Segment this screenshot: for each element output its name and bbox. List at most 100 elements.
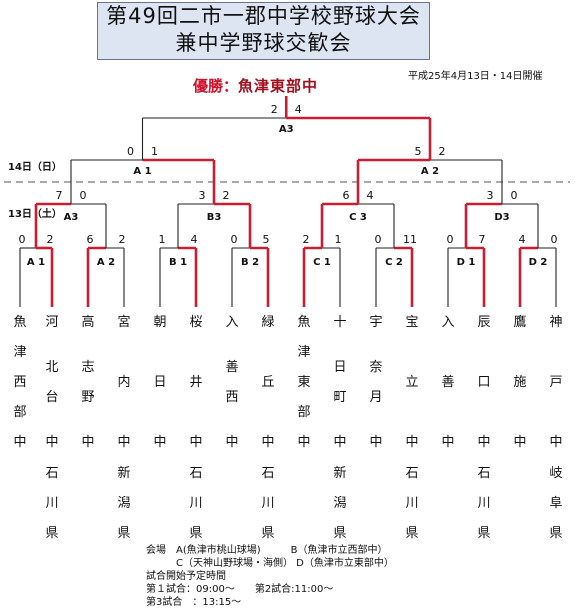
team-char: 部 <box>13 405 27 420</box>
winner-name: 魚津東部中 <box>238 77 319 95</box>
match-label: C 3 <box>349 212 367 223</box>
team-char: 中 <box>189 435 203 450</box>
score-right: 7 <box>479 233 486 246</box>
score-left: 5 <box>415 145 422 158</box>
score-right: 0 <box>80 189 87 202</box>
score-right: 4 <box>295 103 302 116</box>
team-char: 宮 <box>117 315 131 330</box>
team-pref-char: 新 <box>333 466 347 481</box>
team-char: 善 <box>225 360 239 375</box>
score-left: 2 <box>303 233 310 246</box>
team-pref-char: 県 <box>117 526 131 541</box>
score-right: 2 <box>47 233 54 246</box>
match-label: D 1 <box>457 257 476 268</box>
score-left: 3 <box>199 189 206 202</box>
team-char: 中 <box>477 435 491 450</box>
score-right: 0 <box>551 233 558 246</box>
team-pref-char: 県 <box>549 526 563 541</box>
team-char: 丘 <box>261 375 275 390</box>
team-char: 高 <box>81 315 95 330</box>
team-char: 野 <box>81 390 95 405</box>
match-label: B3 <box>207 212 222 223</box>
team-pref-char: 県 <box>261 526 275 541</box>
team-char: 中 <box>405 435 419 450</box>
match-label: D3 <box>494 212 509 223</box>
team-pref-char: 県 <box>333 526 347 541</box>
schedule-line-1: 第１試合：09:00～ 第2試合:11:00～ <box>146 584 334 595</box>
team-char: 日 <box>333 360 347 375</box>
team-char: 中 <box>45 435 59 450</box>
team-char: 中 <box>153 435 167 450</box>
team-char: 桜 <box>189 315 203 330</box>
team-char: 井 <box>189 375 203 390</box>
held-date: 平成25年4月13日・14日開催 <box>408 71 543 82</box>
venue-line-1: 会場 A(魚津市桃山球場) B（魚津市立西部中） <box>146 545 388 556</box>
team-char: 奈 <box>369 360 383 375</box>
team-pref-char: 県 <box>405 526 419 541</box>
team-char: 中 <box>297 435 311 450</box>
team-char: 戸 <box>549 375 563 390</box>
team-char: 立 <box>405 375 419 390</box>
match-label: B 1 <box>169 257 187 268</box>
score-left: 0 <box>231 233 238 246</box>
team-char: 津 <box>13 345 27 360</box>
match-label: B 2 <box>241 257 259 268</box>
score-right: 4 <box>367 189 374 202</box>
team-pref-char: 潟 <box>117 496 131 511</box>
team-pref-char: 石 <box>405 466 419 481</box>
match-label: A 2 <box>421 166 439 177</box>
notes: 会場 A(魚津市桃山球場) B（魚津市立西部中） C（天神山野球場・海側） D（… <box>146 544 394 609</box>
team-char: 北 <box>45 360 59 375</box>
score-left: 0 <box>375 233 382 246</box>
score-right: 11 <box>403 233 417 246</box>
team-char: 中 <box>225 435 239 450</box>
team-pref-char: 川 <box>189 496 203 511</box>
team-pref-char: 川 <box>45 496 59 511</box>
match-label: A3 <box>279 124 294 135</box>
match-label: A 2 <box>97 257 115 268</box>
team-char: 鷹 <box>513 315 527 330</box>
team-char: 中 <box>81 435 95 450</box>
score-right: 2 <box>119 233 126 246</box>
day2-label: 14日（日） <box>8 160 62 173</box>
team-char: 施 <box>513 375 527 390</box>
team-pref-char: 新 <box>117 466 131 481</box>
team-char: 中 <box>369 435 383 450</box>
team-char: 朝 <box>153 315 167 330</box>
score-right: 2 <box>223 189 230 202</box>
team-char: 月 <box>369 390 383 405</box>
venue-line-2: C（天神山野球場・海側） D（魚津市立東部中） <box>146 558 394 569</box>
team-char: 日 <box>153 375 167 390</box>
team-char: 中 <box>549 435 563 450</box>
score-left: 1 <box>159 233 166 246</box>
score-right: 2 <box>439 145 446 158</box>
title-line-2: 兼中学野球交歓会 <box>175 31 352 55</box>
score-left: 6 <box>87 233 94 246</box>
match-label: A3 <box>64 212 79 223</box>
team-pref-char: 県 <box>477 526 491 541</box>
match-label: A 1 <box>27 257 45 268</box>
team-pref-char: 石 <box>45 466 59 481</box>
team-char: 善 <box>441 375 455 390</box>
team-pref-char: 川 <box>261 496 275 511</box>
score-left: 0 <box>19 233 26 246</box>
team-char: 中 <box>441 435 455 450</box>
score-left: 0 <box>447 233 454 246</box>
team-char: 河 <box>45 315 59 330</box>
team-char: 魚 <box>297 315 311 330</box>
team-char: 辰 <box>477 315 491 330</box>
team-pref-char: 県 <box>45 526 59 541</box>
match-label: D 2 <box>529 257 548 268</box>
match-label: C 2 <box>385 257 403 268</box>
team-char: 十 <box>333 315 347 330</box>
team-char: 中 <box>261 435 275 450</box>
team-char: 中 <box>333 435 347 450</box>
score-right: 5 <box>263 233 270 246</box>
score-right: 4 <box>191 233 198 246</box>
team-char: 中 <box>13 435 27 450</box>
team-pref-char: 阜 <box>549 496 563 511</box>
day1-label: 13日（土） <box>8 207 62 220</box>
team-char: 入 <box>225 315 239 330</box>
team-char: 町 <box>333 390 347 405</box>
team-char: 東 <box>297 375 311 390</box>
